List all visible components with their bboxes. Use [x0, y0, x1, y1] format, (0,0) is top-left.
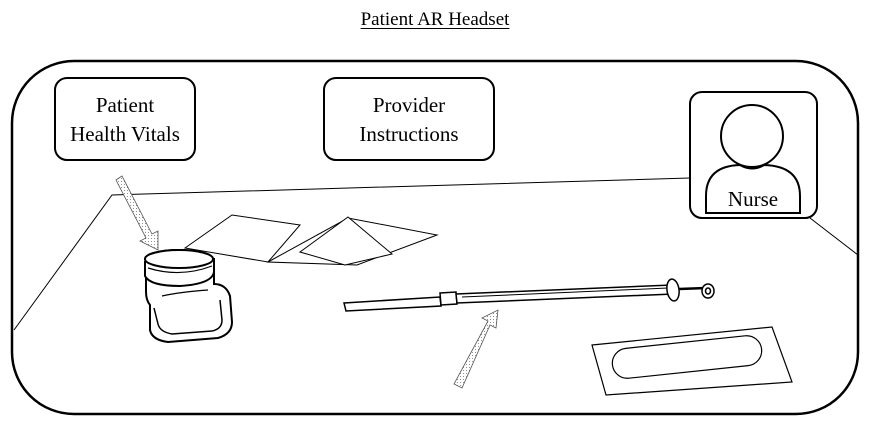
- gauze-package: [591, 326, 793, 396]
- instructions-label-line1: Provider: [372, 93, 446, 117]
- pointer-arrow-syringe: [453, 309, 499, 389]
- vitals-label-line1: Patient: [95, 93, 155, 117]
- vitals-label-line2: Health Vitals: [70, 122, 180, 146]
- syringe: [343, 278, 715, 312]
- diagram-title-text: Patient AR Headset: [360, 9, 510, 30]
- headset-frame: [10, 59, 860, 416]
- table-surface: [13, 177, 859, 331]
- medication-vial: [144, 249, 234, 344]
- vitals-panel-box: [54, 77, 196, 161]
- instructions-panel-box: [323, 77, 495, 161]
- pointer-arrow-vial: [115, 175, 159, 251]
- provider-instructions-panel[interactable]: Provider Instructions: [324, 91, 494, 149]
- nurse-label: Nurse: [727, 187, 779, 211]
- nurse-video-panel: [689, 91, 818, 219]
- patient-health-vitals-panel[interactable]: Patient Health Vitals: [55, 91, 195, 149]
- instructions-label-line2: Instructions: [359, 122, 459, 146]
- paper-sheets: [183, 214, 439, 266]
- diagram-title: Patient AR Headset: [0, 9, 870, 31]
